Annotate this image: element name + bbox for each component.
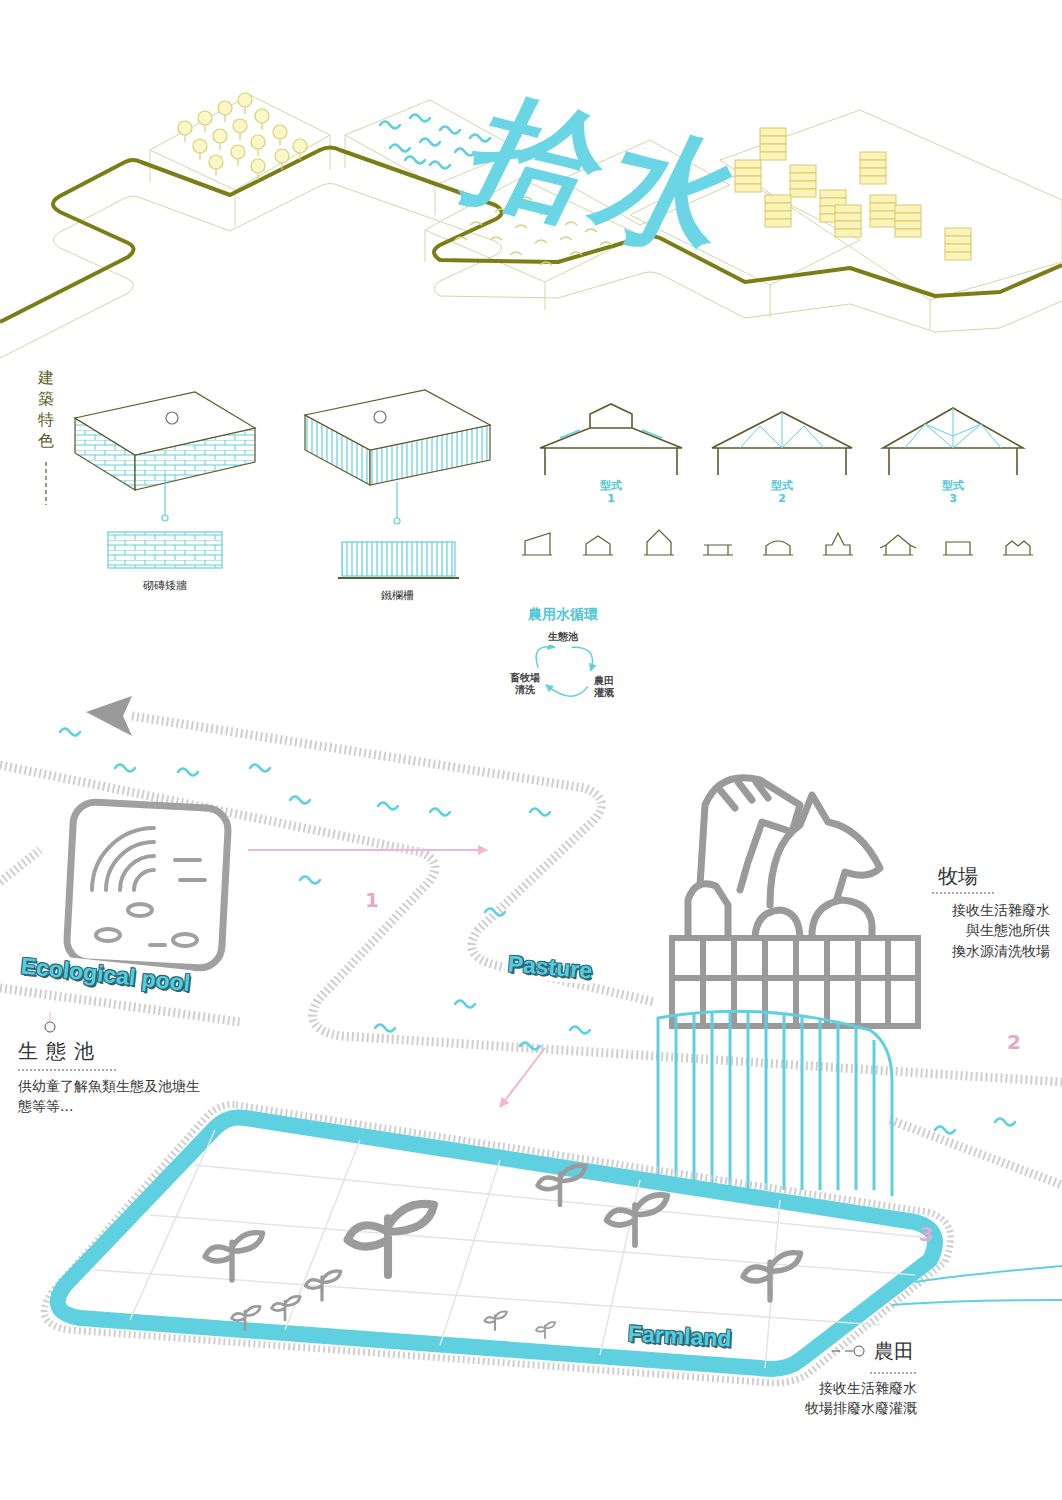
cycle-node: 農田 灌溉 bbox=[591, 673, 617, 701]
callout-heading: 牧場 bbox=[938, 863, 978, 890]
roof-types bbox=[540, 404, 1023, 475]
callout-text: 接收生活雜廢水 牧場排廢水廢灌溉 bbox=[805, 1378, 917, 1419]
area-title: Pasture bbox=[504, 950, 596, 985]
roof-icons bbox=[522, 530, 1033, 555]
flow-arrow bbox=[500, 1048, 545, 1107]
callout-number: 1 bbox=[365, 888, 379, 912]
roof-type-label: 型式 2 bbox=[771, 479, 793, 505]
area-title: Farmland bbox=[624, 1320, 735, 1353]
waves bbox=[60, 729, 1015, 1134]
waterfall bbox=[658, 1010, 892, 1196]
trees bbox=[178, 93, 307, 180]
area-node: Farmland 農田接收生活雜廢水 牧場排廢水廢灌溉 bbox=[45, 1110, 950, 1430]
cycle-text: 畜牧場 清洗 bbox=[510, 672, 540, 696]
cycle-arrow bbox=[536, 647, 555, 668]
dashed-roads bbox=[0, 716, 1062, 1185]
roof-type-label: 型式 1 bbox=[600, 479, 622, 505]
area-title: Ecological pool bbox=[17, 952, 195, 997]
animals-icon bbox=[688, 778, 880, 940]
cycle-arrow bbox=[546, 685, 588, 696]
callout-text: 接收生活雜廢水 與生態池所供 換水源清洗牧場 bbox=[952, 900, 1050, 961]
arrow-head bbox=[86, 696, 132, 736]
cycle-arrow bbox=[571, 647, 592, 670]
farmland-plane bbox=[44, 1105, 1062, 1383]
leader-marks bbox=[18, 893, 995, 1373]
roof-type-label: 型式 3 bbox=[942, 479, 964, 505]
buildings bbox=[735, 128, 971, 260]
callout-heading: 農田 bbox=[874, 1338, 914, 1365]
flow-arrow bbox=[248, 849, 487, 851]
pool-icon bbox=[66, 801, 229, 969]
brick-wall-box bbox=[75, 392, 255, 568]
material-label: 砌磚矮牆 bbox=[143, 578, 187, 593]
area-node: Pasture 牧場接收生活雜廢水 與生態池所供 換水源清洗牧場 bbox=[490, 770, 1055, 1045]
callout-number: 2 bbox=[1007, 1030, 1021, 1054]
cycle-text: 生態池 bbox=[548, 631, 578, 643]
cycle-title: 農用水循環 bbox=[528, 606, 598, 624]
area-node: Ecological pool 生態池供幼童了解魚類生態及池塘生 態等等... bbox=[10, 795, 245, 1120]
title-text: 拾水 bbox=[440, 70, 773, 289]
material-label: 鐵欄柵 bbox=[381, 588, 414, 603]
callout-heading: 生態池 bbox=[18, 1038, 102, 1065]
callout-number: 3 bbox=[919, 1222, 933, 1246]
cycle-node: 生態池 bbox=[545, 629, 581, 645]
cycle-node: 畜牧場 清洗 bbox=[507, 670, 543, 698]
iron-fence-box bbox=[305, 390, 490, 578]
side-heading: 建築特色 bbox=[38, 368, 54, 452]
callout-text: 供幼童了解魚類生態及池塘生 態等等... bbox=[18, 1076, 200, 1117]
dashed-rule bbox=[45, 462, 46, 505]
cycle-text: 農田 灌溉 bbox=[594, 675, 614, 699]
